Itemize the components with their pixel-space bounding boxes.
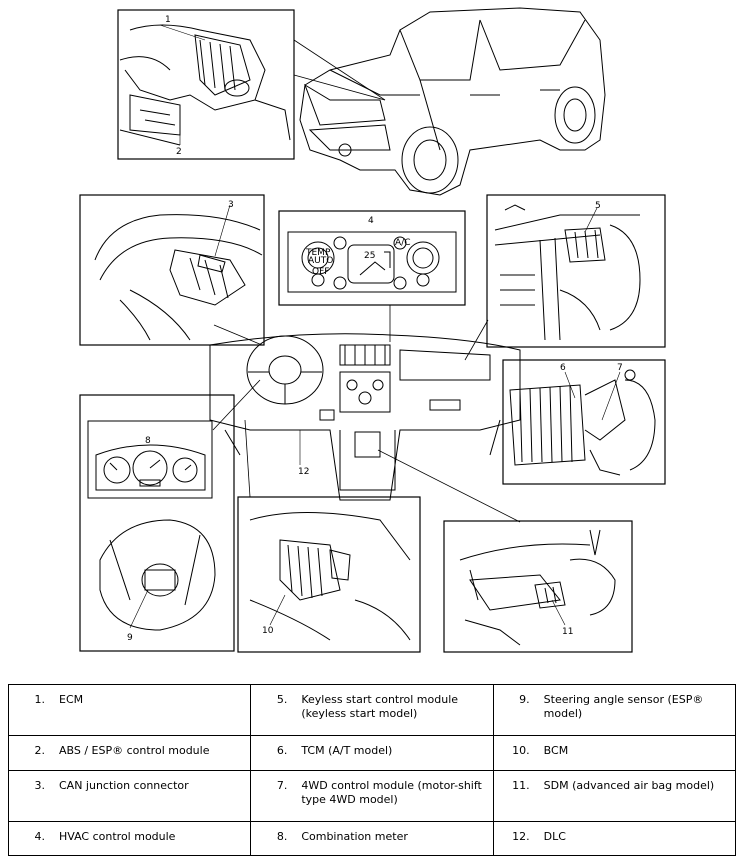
callout-9: 9 — [127, 633, 133, 643]
hvac-ac-label: A/C — [395, 238, 410, 248]
callout-7: 7 — [617, 363, 623, 373]
can-junction-inset — [79, 194, 265, 346]
legend-row: 2.ABS / ESP® control module 6.TCM (A/T m… — [7, 735, 737, 771]
callout-3: 3 — [228, 200, 234, 210]
callout-6: 6 — [560, 363, 566, 373]
callout-4: 4 — [368, 216, 374, 226]
legend-cell: 3.CAN junction connector — [7, 769, 252, 822]
callout-11: 11 — [562, 627, 573, 637]
ecm-inset — [117, 9, 295, 160]
sdm-inset — [443, 520, 633, 653]
callout-12: 12 — [298, 467, 309, 477]
dashboard-illustration — [209, 333, 521, 501]
component-legend-table: 1.ECM 5.Keyless start control module (ke… — [7, 683, 737, 857]
callout-1: 1 — [165, 15, 171, 25]
hvac-display-value: 25 — [364, 251, 375, 261]
legend-cell: 9.Steering angle sensor (ESP® model) — [492, 683, 737, 737]
component-location-diagram: 1 2 3 TEMP AUTO OFF A/C 25 4 — [79, 7, 666, 653]
callout-5: 5 — [595, 201, 601, 211]
keyless-module-inset — [486, 194, 666, 348]
legend-cell: 5.Keyless start control module (keyless … — [250, 683, 494, 737]
legend-cell: 4.HVAC control module — [7, 820, 252, 857]
hvac-temp-label: TEMP — [305, 248, 331, 258]
legend-row: 1.ECM 5.Keyless start control module (ke… — [7, 683, 737, 737]
legend-cell: 10.BCM — [492, 735, 737, 771]
hvac-off-label: OFF — [312, 267, 329, 277]
legend-cell: 12.DLC — [492, 820, 737, 857]
callout-8: 8 — [145, 436, 151, 446]
legend-row: 3.CAN junction connector 7.4WD control m… — [7, 769, 737, 822]
callout-10: 10 — [262, 626, 274, 636]
bcm-inset — [237, 496, 421, 653]
legend-cell: 8.Combination meter — [250, 820, 494, 857]
callout-2: 2 — [176, 147, 182, 157]
meter-steering-inset — [79, 394, 235, 652]
hvac-control-inset — [278, 210, 466, 306]
legend-row: 4.HVAC control module 8.Combination mete… — [7, 820, 737, 857]
vehicle-illustration — [299, 7, 606, 196]
legend-cell: 1.ECM — [7, 683, 252, 737]
tcm-4wd-inset — [502, 359, 666, 485]
legend-cell: 2.ABS / ESP® control module — [7, 735, 252, 771]
hvac-auto-label: AUTO — [308, 256, 333, 266]
legend-cell: 6.TCM (A/T model) — [250, 735, 494, 771]
legend-cell: 11.SDM (advanced air bag model) — [492, 769, 737, 822]
legend-cell: 7.4WD control module (motor-shift type 4… — [250, 769, 494, 822]
